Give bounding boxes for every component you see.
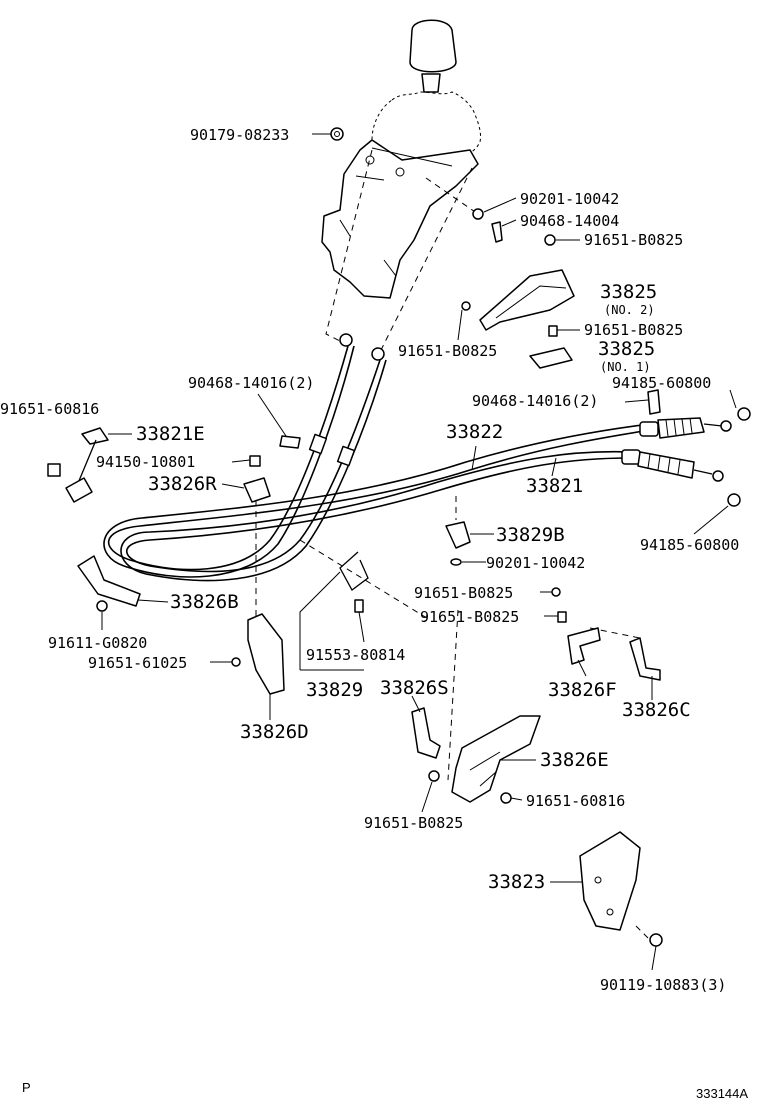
label-33821E: 33821E — [136, 423, 205, 445]
bolt-91611 — [96, 600, 108, 612]
clip-33829B — [445, 521, 471, 549]
nut-94150 — [249, 455, 261, 467]
label-33825-no2-sub: (NO. 2) — [604, 303, 655, 317]
label-91651-B0825-a: 91651-B0825 — [584, 231, 683, 249]
shift-lever-housing — [321, 139, 479, 299]
corner-mark-left: P — [22, 1080, 31, 1095]
bolt-91651-c — [548, 325, 558, 337]
label-33825-no1: 33825 — [598, 338, 655, 360]
diagram-code: 333144A — [696, 1086, 748, 1101]
label-91611-G0820: 91611-G0820 — [48, 634, 147, 652]
label-33829: 33829 — [306, 679, 363, 701]
label-94185-60800-b: 94185-60800 — [640, 536, 739, 554]
bracket-33826C — [629, 637, 661, 681]
label-33825-no1-sub: (NO. 1) — [600, 360, 651, 374]
label-33826D: 33826D — [240, 721, 309, 743]
label-91651-B0825-b: 91651-B0825 — [398, 342, 497, 360]
washer-90201-a — [472, 208, 484, 220]
label-90468-14016-2-b: 90468-14016(2) — [472, 392, 598, 410]
label-33826C: 33826C — [622, 699, 691, 721]
bracket-33821E — [65, 427, 109, 503]
nut-90179 — [330, 127, 344, 141]
label-33826E: 33826E — [540, 749, 609, 771]
bolt-91651-b — [461, 301, 471, 311]
cable-end-33822 — [639, 417, 732, 439]
nut-94185-b — [727, 493, 741, 507]
washer-90201-b — [450, 558, 462, 566]
bolt-90119 — [649, 933, 663, 947]
clip-90468-14016-a — [279, 435, 301, 449]
label-94185-60800-a: 94185-60800 — [612, 374, 711, 392]
clip-90468-14004 — [491, 221, 503, 243]
label-91651-B0825-e: 91651-B0825 — [420, 608, 519, 626]
label-91651-B0825-f: 91651-B0825 — [364, 814, 463, 832]
clamp-33826R — [243, 477, 271, 503]
shift-knob — [409, 19, 457, 93]
label-33823: 33823 — [488, 871, 545, 893]
bracket-33826S — [411, 707, 441, 759]
clip-90468-14016-b — [647, 389, 661, 415]
bracket-33826E — [451, 715, 541, 803]
bolt-91651-d — [551, 587, 561, 597]
label-33826F: 33826F — [548, 679, 617, 701]
label-91651-61025: 91651-61025 — [88, 654, 187, 672]
bolt-91651-f — [428, 770, 440, 782]
bracket-33826B — [77, 555, 141, 607]
label-33826B: 33826B — [170, 591, 239, 613]
bolt-91651-60816-a — [47, 463, 61, 477]
leader-lines — [101, 133, 737, 971]
nut-94185-a — [737, 407, 751, 421]
label-91651-60816-b: 91651-60816 — [526, 792, 625, 810]
label-90119-10883-3: 90119-10883(3) — [600, 976, 726, 994]
bracket-33826D — [247, 613, 285, 695]
bracket-33826F — [567, 627, 601, 665]
bolt-91651-60816-b — [500, 792, 512, 804]
cable-end-33821 — [621, 449, 724, 482]
bolt-91651-e — [557, 611, 567, 623]
label-33826R: 33826R — [148, 473, 217, 495]
bolt-91553 — [354, 599, 364, 613]
label-90201-10042-b: 90201-10042 — [486, 554, 585, 572]
label-91651-B0825-c: 91651-B0825 — [584, 321, 683, 339]
label-33821: 33821 — [526, 475, 583, 497]
label-33825-no2: 33825 — [600, 281, 657, 303]
label-33822: 33822 — [446, 421, 503, 443]
shift-cables — [103, 333, 651, 582]
label-91651-60816-a: 91651-60816 — [0, 400, 99, 418]
bolt-91651-a — [544, 234, 556, 246]
label-91651-B0825-d: 91651-B0825 — [414, 584, 513, 602]
label-90468-14016-2-a: 90468-14016(2) — [188, 374, 314, 392]
label-94150-10801: 94150-10801 — [96, 453, 195, 471]
label-33829B: 33829B — [496, 524, 565, 546]
label-90468-14004: 90468-14004 — [520, 212, 619, 230]
bracket-33823 — [579, 831, 641, 931]
spring-33829 — [339, 551, 369, 591]
label-33826S: 33826S — [380, 677, 449, 699]
bracket-33825-no2 — [479, 269, 575, 331]
label-90179-08233: 90179-08233 — [190, 126, 289, 144]
bracket-33825-no1 — [529, 347, 573, 369]
label-91553-80814: 91553-80814 — [306, 646, 405, 664]
label-90201-10042-a: 90201-10042 — [520, 190, 619, 208]
bolt-91651-61025 — [231, 657, 241, 667]
